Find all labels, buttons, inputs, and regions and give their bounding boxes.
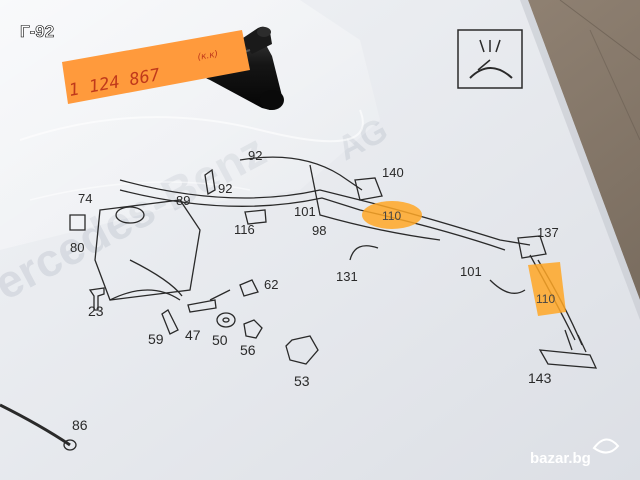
part-label: 23	[88, 303, 104, 319]
part-label: 50	[212, 332, 228, 348]
part-label: 56	[240, 342, 256, 358]
part-label: 53	[294, 373, 310, 389]
highlighted-part-label: 110	[382, 209, 401, 223]
bag-crease	[19, 109, 364, 143]
part-label: 74	[78, 191, 92, 206]
part-label: 143	[528, 370, 552, 386]
part-label: 98	[312, 223, 326, 238]
part-label: 59	[148, 331, 164, 347]
listing-id: Г-92	[20, 22, 54, 41]
washer-reservoir-drawing	[94, 199, 201, 301]
part-label: 92	[218, 181, 232, 196]
sticker-suffix: (к.к)	[197, 50, 219, 63]
part-label: 80	[70, 240, 84, 255]
highlight-marker	[362, 201, 422, 229]
part-label: 86	[72, 417, 88, 433]
part-label: 89	[176, 193, 190, 208]
part-label: 140	[382, 165, 404, 180]
part-label: 101	[460, 264, 482, 279]
bag-crease	[29, 181, 251, 201]
watermark-text: bazar.bg	[530, 450, 591, 467]
part-label: 131	[336, 269, 358, 284]
part-label: 92	[248, 148, 262, 163]
part-label: 62	[264, 277, 278, 292]
elbow-connector-part	[199, 26, 284, 110]
part-drawings	[63, 168, 598, 451]
wood-grain	[559, 0, 640, 61]
part-label: 47	[185, 327, 201, 343]
part-label: 137	[537, 225, 559, 240]
wood-grain	[589, 29, 640, 141]
part-label: 101	[294, 204, 316, 219]
highlighted-part-label: 110	[536, 292, 555, 306]
part-label: 116	[234, 222, 255, 237]
paper-edge	[520, 0, 640, 320]
highlight-marker	[528, 262, 566, 316]
windshield-washer-symbol-icon	[457, 29, 523, 89]
watermark: bazar.bg	[530, 438, 620, 467]
